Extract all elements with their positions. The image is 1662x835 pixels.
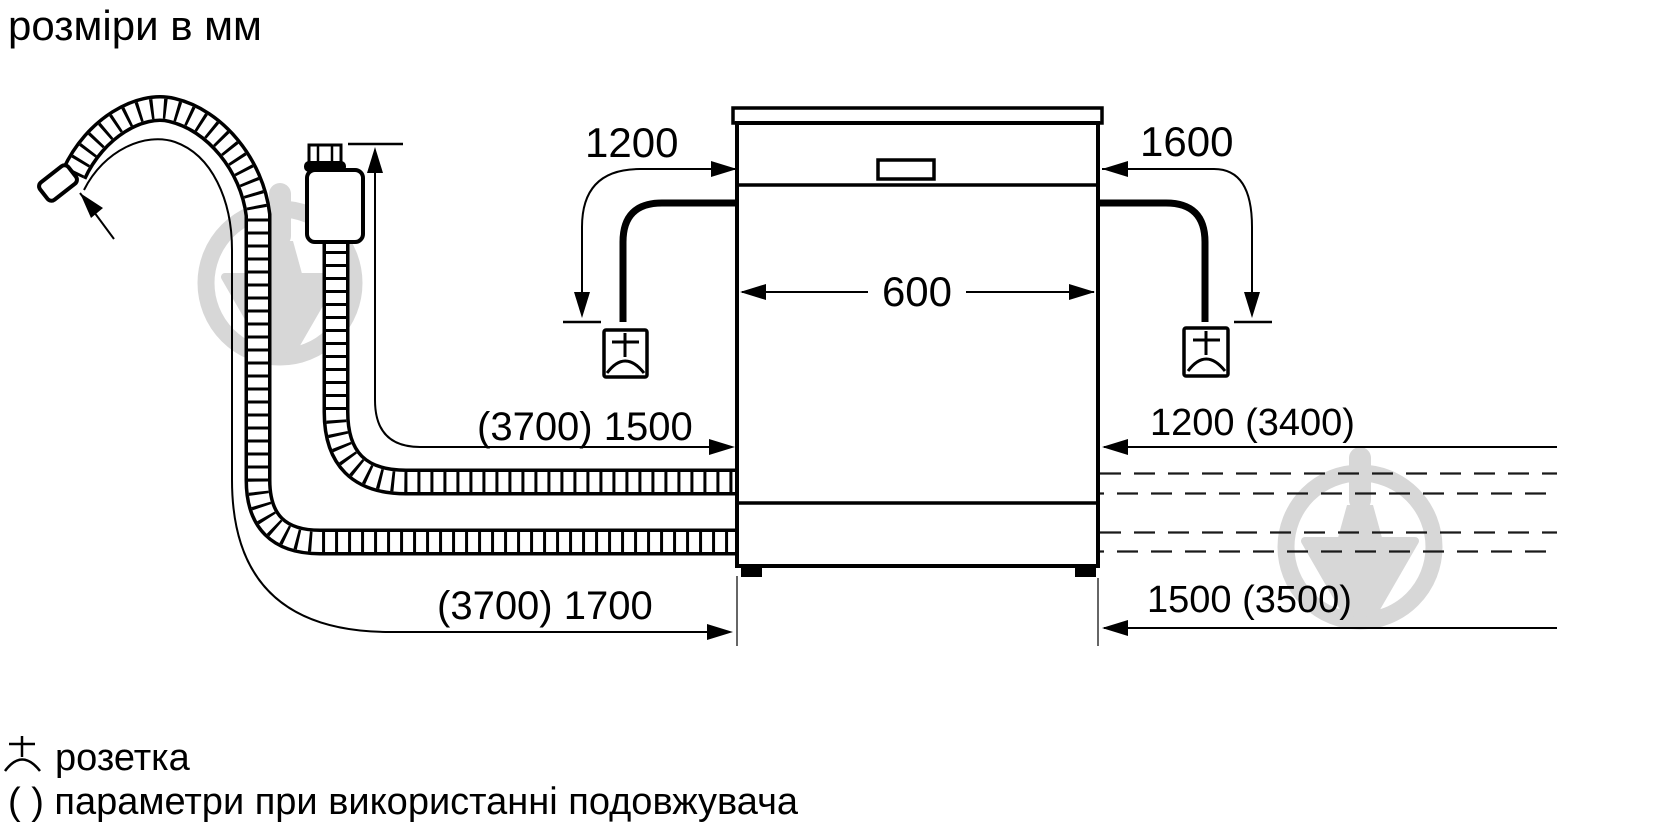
worktop [731,106,1104,125]
arrowhead [1102,439,1128,455]
socket-right [1182,326,1230,378]
arrowhead [1069,284,1095,300]
door-handle [876,158,936,181]
foot-left [741,566,762,577]
trowel-watermark-right [1277,447,1443,630]
arrowhead [1102,620,1128,636]
dishwasher-body [735,121,1100,568]
label-machine-width: 600 [882,268,952,315]
arrowhead [80,193,103,218]
legend-extension-note: ( ) параметри при використанні подовжува… [8,781,799,823]
dimension-cord-left [563,161,737,324]
arrowhead [711,161,737,177]
arrowhead [574,292,590,318]
drain-hose [37,95,745,556]
foot-right [1075,566,1096,577]
power-cord-right [1090,199,1209,322]
inlet-hose [304,143,745,496]
drain-hose-end-fitting [37,163,79,203]
page-title: розміри в мм [8,2,262,49]
dimension-inlet-hose [348,142,735,455]
socket-icon [605,333,646,374]
arrowhead [1244,292,1260,318]
dishwasher-outline [731,106,1104,577]
label-inlet-hose: (3700) 1500 [477,405,693,449]
arrowhead [740,284,766,300]
dimension-machine-width [740,284,1095,300]
socket-left [602,328,649,379]
arrowhead [367,147,383,173]
arrowhead [709,439,735,455]
label-cord-right: 1600 [1140,118,1233,165]
right-extension-dashes [1100,472,1557,553]
arrowhead [707,624,733,640]
label-drain-hose: (3700) 1700 [437,584,653,628]
socket-icon [1186,331,1227,372]
dimension-right-lower [1097,578,1557,646]
legend-socket-label: розетка [55,737,191,779]
power-cord-left [619,199,745,322]
label-cord-left: 1200 [585,119,678,166]
socket-legend-icon [3,736,41,772]
arrowhead [1102,161,1128,177]
aquastop-box [305,168,365,244]
label-right-lower: 1500 (3500) [1147,579,1352,621]
aquastop-nut [307,143,343,165]
dimension-cord-right [1102,161,1272,324]
dimension-drain-hose [79,138,738,646]
dimension-right-upper [1102,439,1557,455]
label-right-upper: 1200 (3400) [1150,402,1355,444]
legend: розетка ( ) параметри при використанні п… [3,736,799,823]
